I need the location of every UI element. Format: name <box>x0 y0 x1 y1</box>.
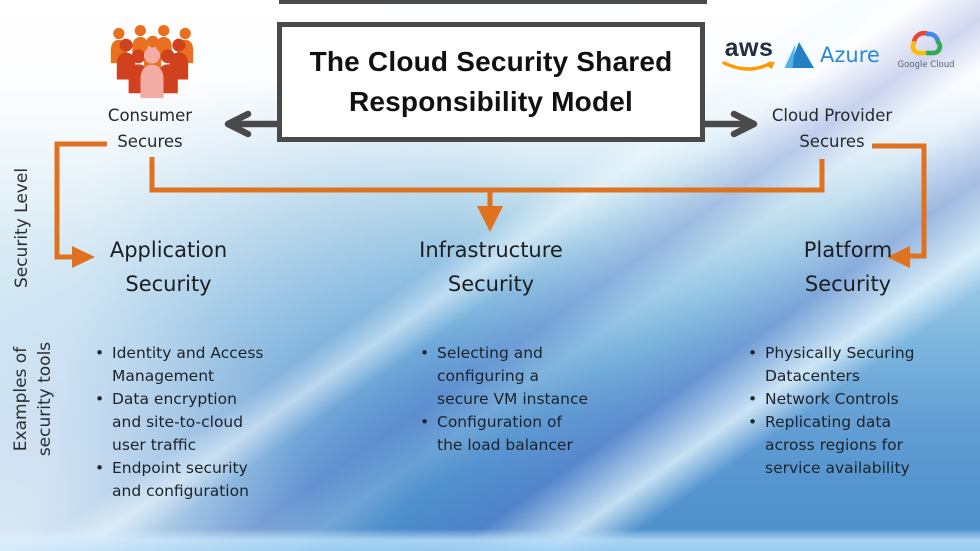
bullet-text: Replicating data across regions for serv… <box>765 413 910 477</box>
azure-triangle-icon <box>784 42 814 68</box>
azure-logo: Azure <box>782 40 880 70</box>
examples-axis-label: Examples of security tools <box>11 341 55 457</box>
top-border-strip <box>279 0 707 4</box>
bullet-dot: • <box>95 459 105 477</box>
application-security-title: Application Security <box>109 238 228 296</box>
aws-logo-text: aws <box>724 34 774 62</box>
bullet-text: Selecting and configuring a secure VM in… <box>437 344 589 408</box>
list-item: • Physically Securing Datacenters <box>748 342 963 388</box>
page-title: The Cloud Security Shared Responsibility… <box>309 46 673 117</box>
arrowhead-infrastructure <box>477 206 503 232</box>
bullet-text: Configuration of the load balancer <box>437 413 573 454</box>
platform-security-title: Platform Security <box>803 238 893 296</box>
title-box: The Cloud Security Shared Responsibility… <box>277 22 705 142</box>
list-item: • Data encryption and site-to-cloud user … <box>95 388 305 457</box>
platform-security-list: • Physically Securing Datacenters • Network… <box>748 342 963 480</box>
consumer-people-icon <box>110 24 194 99</box>
bullet-text: Network Controls <box>765 390 899 408</box>
google-cloud-icon <box>910 30 943 56</box>
bullet-dot: • <box>420 344 430 362</box>
arrow-to-consumer-icon <box>224 110 280 138</box>
google-cloud-logo: Google Cloud <box>896 28 956 70</box>
infrastructure-security-list: • Selecting and configuring a secure VM i… <box>420 342 630 457</box>
bullet-dot: • <box>748 390 758 408</box>
bullet-dot: • <box>420 413 430 431</box>
list-item: • Replicating data across regions for ser… <box>748 411 963 480</box>
infrastructure-security-title: Infrastructure Security <box>419 238 563 296</box>
list-item: • Endpoint security and configuration <box>95 457 305 503</box>
application-security-list: • Identity and Access Management • Data enc… <box>95 342 305 503</box>
bullet-dot: • <box>748 413 758 431</box>
cloud-provider-secures-label: Cloud Provider Secures <box>771 106 893 151</box>
aws-logo: aws <box>722 36 776 73</box>
aws-smile-icon <box>722 61 775 71</box>
consumer-secures-label: Consumer Secures <box>107 106 193 151</box>
bullet-text: Endpoint security and configuration <box>112 459 249 500</box>
google-cloud-logo-text: Google Cloud <box>897 60 955 70</box>
security-level-axis-label: Security Level <box>12 167 32 289</box>
bullet-dot: • <box>95 344 105 362</box>
bullet-text: Physically Securing Datacenters <box>765 344 915 385</box>
bullet-text: Identity and Access Management <box>112 344 264 385</box>
bullet-dot: • <box>95 390 105 408</box>
arrowhead-platform <box>887 246 910 268</box>
azure-logo-text: Azure <box>820 43 880 67</box>
arrowhead-application <box>72 246 95 268</box>
bullet-dot: • <box>748 344 758 362</box>
list-item: • Selecting and configuring a secure VM i… <box>420 342 630 411</box>
list-item: • Network Controls <box>748 388 963 411</box>
list-item: • Configuration of the load balancer <box>420 411 630 457</box>
list-item: • Identity and Access Management <box>95 342 305 388</box>
bullet-text: Data encryption and site-to-cloud user t… <box>112 390 244 454</box>
arrow-to-provider-icon <box>702 110 758 138</box>
